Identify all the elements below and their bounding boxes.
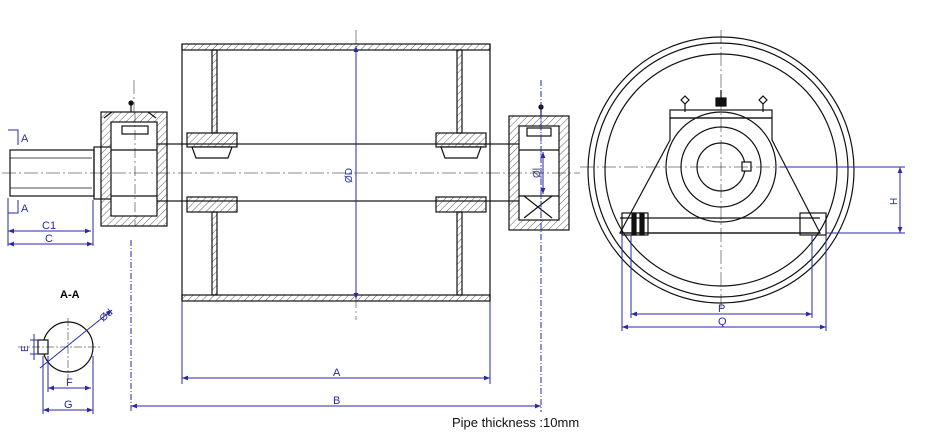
section-dims xyxy=(30,309,113,414)
dim-G-label: G xyxy=(64,399,73,411)
section-mark-top: A xyxy=(21,133,29,145)
dim-H-label: H xyxy=(889,198,900,205)
dim-B xyxy=(130,80,542,412)
dim-C-label: C xyxy=(45,233,53,245)
section-markers xyxy=(8,129,19,214)
centerlines xyxy=(2,30,580,320)
dim-A-label: A xyxy=(333,367,341,379)
left-bearing-housing xyxy=(100,100,168,227)
end-view-centerlines xyxy=(580,30,870,310)
dim-Q-label: Q xyxy=(718,316,727,328)
dim-B-label: B xyxy=(333,395,340,407)
right-bearing-housing xyxy=(508,104,570,231)
dim-D-label: ØD xyxy=(344,168,355,183)
section-title: A-A xyxy=(60,289,80,301)
dim-H xyxy=(780,166,905,234)
dim-PQ xyxy=(621,235,827,331)
dim-P-label: P xyxy=(718,303,725,315)
section-aa xyxy=(18,318,100,380)
dim-d-label: Ød xyxy=(98,307,115,324)
pulley-drum xyxy=(181,43,491,302)
dim-A xyxy=(181,301,491,384)
pipe-thickness-note: Pipe thickness :10mm xyxy=(452,415,580,430)
dim-F-label: F xyxy=(66,377,73,389)
section-mark-bottom: A xyxy=(21,203,29,215)
dim-C xyxy=(7,198,94,247)
dim-bearing-label: Øl xyxy=(532,168,543,178)
dim-E-label: E xyxy=(20,345,31,352)
dim-C1-label: C1 xyxy=(42,220,56,232)
